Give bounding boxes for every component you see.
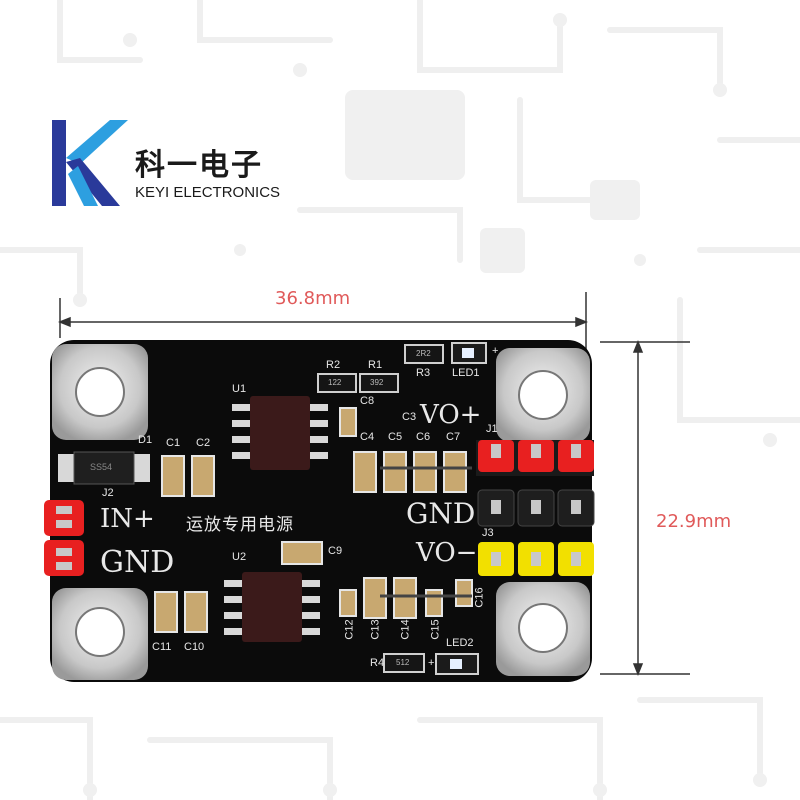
brand-name-cn: 科一电子	[135, 148, 263, 183]
silk-in-plus: IN+	[100, 504, 155, 534]
silk-led1: LED1	[452, 367, 480, 379]
code-r1: 392	[370, 378, 384, 387]
silk-j1: J1	[486, 423, 498, 435]
code-r3: 2R2	[416, 349, 431, 358]
silk-plus-led1: +	[492, 345, 499, 357]
silk-c10: C10	[184, 641, 205, 653]
header-gnd-black	[477, 489, 595, 527]
silk-c6: C6	[416, 431, 431, 443]
silk-r4: R4	[370, 657, 385, 669]
chip-u1	[232, 396, 328, 470]
silk-c4: C4	[360, 431, 375, 443]
silk-c13: C13	[369, 619, 382, 640]
silk-j2: J2	[102, 487, 114, 499]
silk-gnd-left: GND	[100, 545, 175, 580]
silk-c5: C5	[388, 431, 403, 443]
silk-vo-minus: VO−	[416, 538, 478, 568]
silk-u2: U2	[232, 551, 247, 563]
height-dimension-label: 22.9mm	[656, 511, 732, 532]
silk-c16: C16	[473, 587, 486, 608]
silk-plus-led2: +	[428, 657, 435, 669]
smd-leds	[435, 342, 487, 675]
silk-board-title: 运放专用电源	[186, 515, 294, 535]
silk-led2: LED2	[446, 637, 474, 649]
header-input-red	[44, 500, 84, 576]
silk-c8: C8	[360, 395, 375, 407]
header-vo-plus-red	[476, 440, 594, 476]
silk-r1: R1	[368, 359, 383, 371]
silk-c1: C1	[166, 437, 181, 449]
silk-r2: R2	[326, 359, 341, 371]
silk-gnd-right: GND	[406, 497, 476, 530]
silk-d1: D1	[138, 434, 153, 446]
silk-j3: J3	[482, 527, 494, 539]
silk-c9: C9	[328, 545, 343, 557]
silk-vo-plus: VO+	[420, 400, 482, 430]
width-dimension-label: 36.8mm	[275, 288, 351, 309]
silk-c14: C14	[399, 619, 412, 640]
code-r2: 122	[328, 378, 342, 387]
silk-c2: C2	[196, 437, 211, 449]
code-r4: 512	[396, 658, 410, 667]
keyi-k-logo-icon	[52, 120, 128, 206]
brand-logo: 科一电子 KEYI ELECTRONICS	[50, 118, 310, 208]
silk-c3: C3	[402, 411, 417, 423]
silk-c12: C12	[343, 619, 356, 640]
diode-d1	[58, 451, 150, 485]
code-d1: SS54	[90, 462, 113, 472]
silk-c15: C15	[429, 619, 442, 640]
silk-c11: C11	[152, 641, 172, 653]
silk-c7: C7	[446, 431, 461, 443]
silk-r3: R3	[416, 367, 431, 379]
chip-u2	[224, 572, 320, 642]
header-vo-minus-yellow	[478, 542, 594, 576]
smd-resistors	[317, 344, 444, 673]
silk-u1: U1	[232, 383, 247, 395]
brand-name-en: KEYI ELECTRONICS	[135, 184, 281, 201]
mounting-holes	[52, 344, 590, 680]
